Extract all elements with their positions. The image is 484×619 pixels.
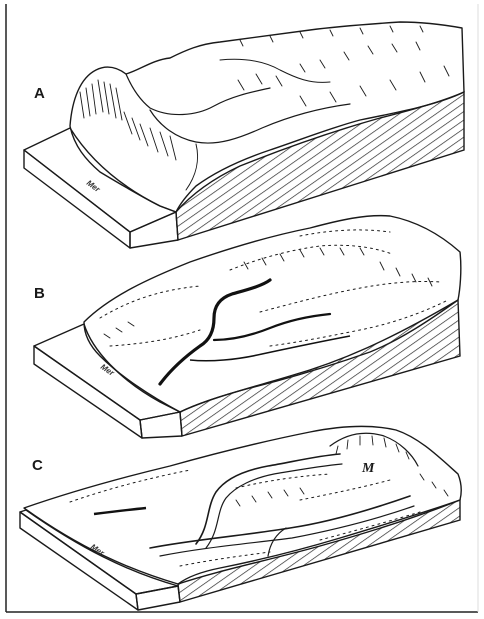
- panel-b-letter: B: [34, 285, 45, 302]
- panel-c-estuary: [94, 508, 146, 514]
- panel-c-river-upper-bank: [206, 464, 342, 548]
- panel-b-cliff-face: [180, 300, 460, 436]
- panel-b-river-branch: [214, 314, 330, 340]
- panel-a: A Mer: [24, 22, 464, 248]
- panel-a-sea-slab-side: [24, 150, 130, 248]
- panel-c-tributary: [268, 528, 286, 556]
- panel-c-letter: C: [32, 457, 43, 474]
- panel-a-scarp-line: [186, 144, 198, 190]
- panel-b-sea-slab-front: [140, 412, 182, 438]
- panel-c: C M Mer: [20, 426, 461, 610]
- panel-c-slope-ticks: [236, 474, 448, 506]
- panel-a-inner-plateau: [220, 59, 330, 82]
- panel-b-sea-label: Mer: [99, 362, 117, 378]
- panel-a-cliff-face: [176, 92, 464, 240]
- panel-a-sea-slab-top: [24, 128, 176, 232]
- panel-b-dotted-slopes: [100, 230, 448, 346]
- panel-b-main-river: [160, 280, 270, 384]
- panel-c-sea-slab-side: [20, 512, 138, 610]
- panel-a-letter: A: [34, 85, 45, 102]
- panel-a-ridge-line: [126, 74, 270, 115]
- panel-c-marker-m: M: [361, 461, 375, 476]
- panel-c-dotted-terraces: [70, 470, 420, 566]
- panel-b-sea-slab-side: [34, 346, 142, 438]
- panel-c-sea-slab-front: [136, 586, 180, 610]
- panel-a-sea-slab-front: [130, 212, 178, 248]
- panel-a-sea-label: Mer: [85, 178, 103, 194]
- panel-c-hill-hachures: [336, 436, 409, 459]
- panel-b: B Mer: [34, 216, 461, 438]
- panel-c-cliff-face: [178, 500, 460, 602]
